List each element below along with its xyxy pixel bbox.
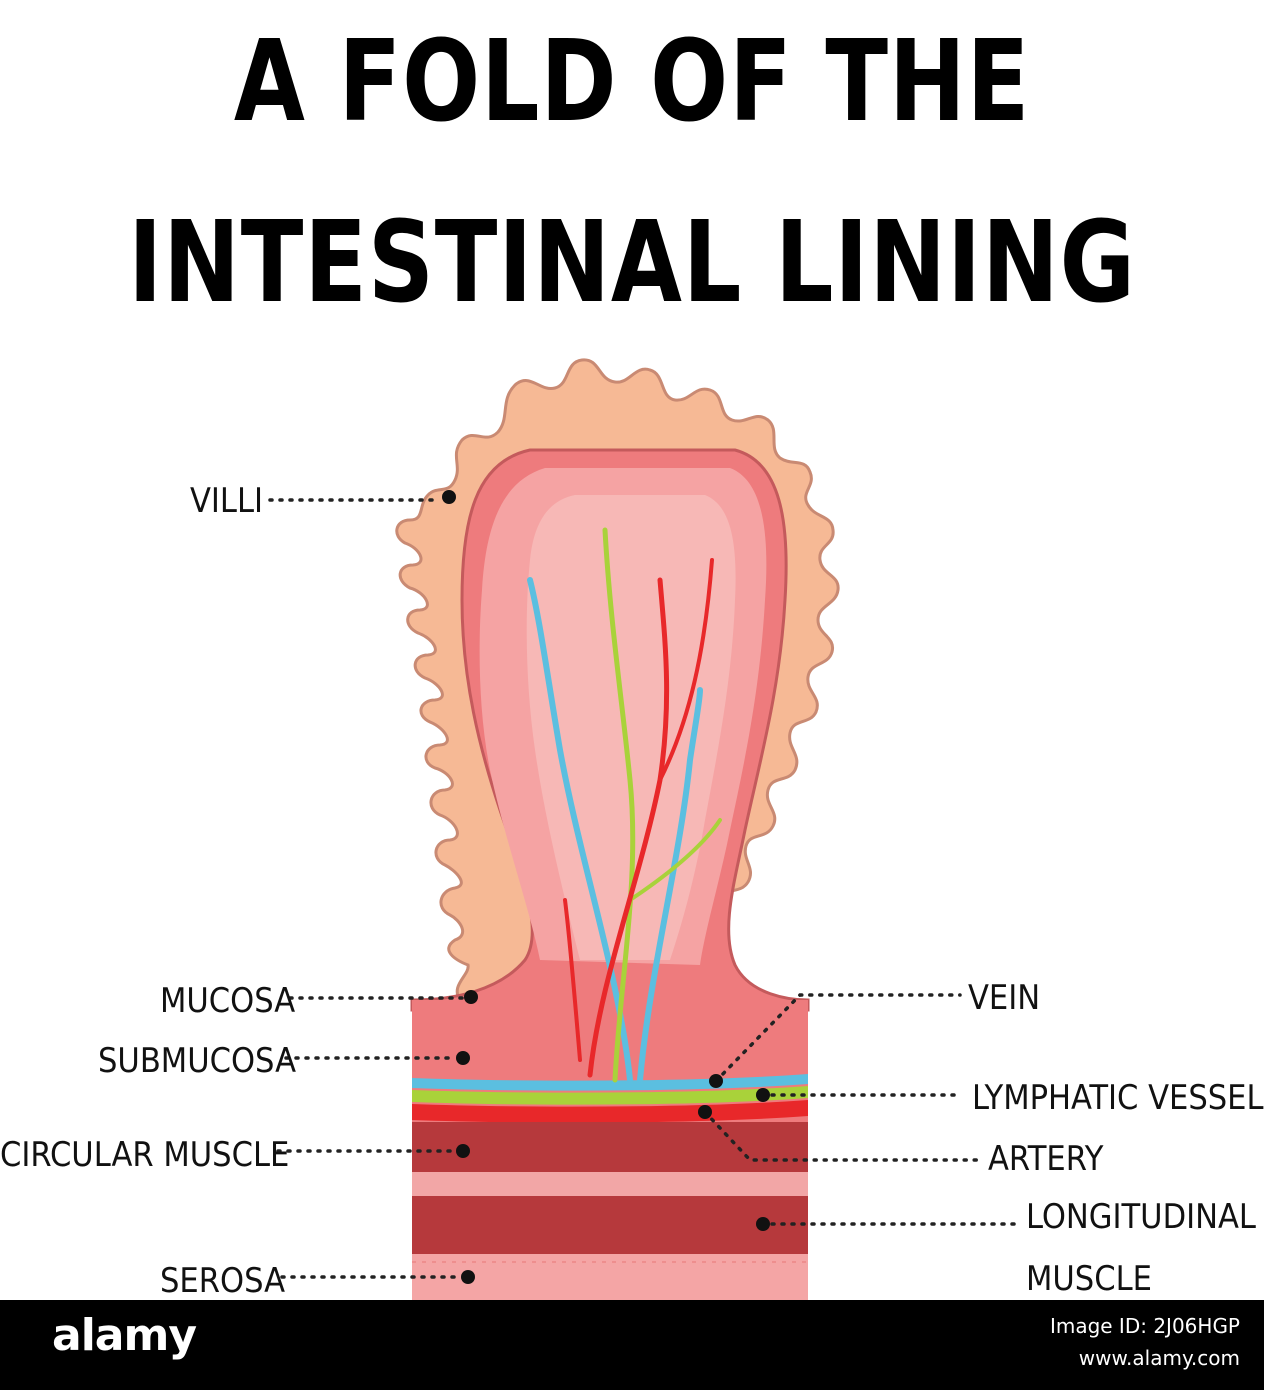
intestinal-fold-diagram: VILLI MUCOSA SUBMUCOSA CIRCULAR MUSCLE S… bbox=[0, 358, 1264, 1300]
lymphatic-vessel bbox=[602, 527, 636, 1083]
label-villi: VILLI bbox=[190, 481, 263, 521]
title-line-1: A FOLD OF THE bbox=[233, 17, 1031, 147]
label-mucosa: MUCOSA bbox=[160, 981, 295, 1021]
label-vein: VEIN bbox=[968, 978, 1040, 1018]
label-artery: ARTERY bbox=[988, 1139, 1104, 1179]
artery-pointer bbox=[698, 1105, 712, 1119]
artery-vessel bbox=[587, 577, 670, 1078]
label-longitudinal-muscle-2: MUSCLE bbox=[1026, 1259, 1152, 1299]
serosa-pointer bbox=[461, 1270, 475, 1284]
vein-band bbox=[412, 1074, 808, 1091]
inter-muscle-layer bbox=[412, 1172, 808, 1196]
longitudinal-muscle-layer bbox=[412, 1196, 808, 1254]
circular-muscle-layer bbox=[412, 1122, 808, 1172]
label-lymphatic-vessel: LYMPHATIC VESSEL bbox=[972, 1078, 1264, 1118]
brand-logo: alamy bbox=[52, 1310, 197, 1361]
leaders bbox=[268, 490, 1017, 1284]
watermark-footer: alamy Image ID: 2J06HGP www.alamy.com bbox=[0, 1300, 1264, 1390]
vein-vessel-2 bbox=[637, 687, 703, 1083]
mucosa-pointer bbox=[464, 990, 478, 1004]
artery-branch-1 bbox=[563, 898, 582, 1062]
circular-muscle-pointer bbox=[456, 1144, 470, 1158]
label-serosa: SEROSA bbox=[160, 1261, 285, 1300]
vein-pointer bbox=[709, 1074, 723, 1088]
longitudinal-muscle-pointer bbox=[756, 1217, 770, 1231]
villi-pointer bbox=[442, 490, 456, 504]
artery-branch-2 bbox=[658, 558, 714, 782]
vessels bbox=[527, 527, 722, 1083]
lymphatic-band bbox=[412, 1086, 808, 1105]
vein-vessel bbox=[527, 577, 633, 1083]
label-submucosa: SUBMUCOSA bbox=[98, 1041, 296, 1081]
lymphatic-pointer bbox=[756, 1088, 770, 1102]
site-url: www.alamy.com bbox=[1078, 1346, 1240, 1370]
label-longitudinal-muscle-1: LONGITUDINAL bbox=[1026, 1197, 1256, 1237]
submucosa-pointer bbox=[456, 1051, 470, 1065]
lymphatic-branch bbox=[628, 818, 722, 902]
label-circular-muscle: CIRCULAR MUSCLE bbox=[0, 1135, 289, 1175]
image-id: Image ID: 2J06HGP bbox=[1049, 1314, 1240, 1338]
title-line-2: INTESTINAL LINING bbox=[128, 198, 1136, 328]
